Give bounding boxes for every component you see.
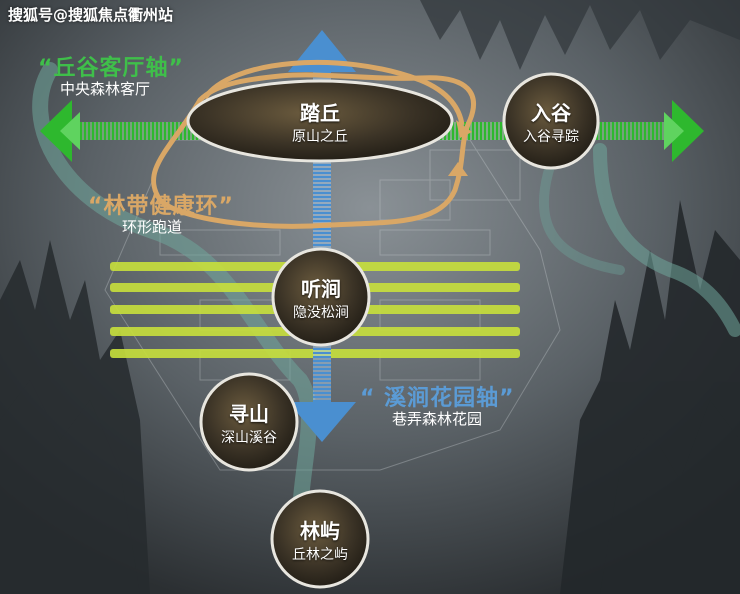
forest-silhouette-top xyxy=(420,0,740,70)
node-linyu[interactable]: 林屿 丘林之屿 xyxy=(272,510,368,568)
hill-valley-axis-subtitle: 中央森林客厅 xyxy=(60,80,151,98)
forest-silhouette-left xyxy=(0,240,150,594)
node-rugu-subtitle: 入谷寻踪 xyxy=(523,128,579,145)
node-xunshan[interactable]: 寻山 深山溪谷 xyxy=(201,393,297,451)
node-tagiu[interactable]: 踏丘 原山之丘 xyxy=(240,92,400,150)
green-ribbon-right xyxy=(593,143,740,337)
green-arrow-left[interactable] xyxy=(40,100,72,162)
loop-arrow-head-up xyxy=(448,162,468,176)
blue-arrow-down[interactable] xyxy=(288,402,356,442)
forest-ring-subtitle: 环形跑道 xyxy=(122,218,183,236)
node-linyu-shape[interactable] xyxy=(270,489,370,589)
watermark: 搜狐号@搜狐焦点衢州站 xyxy=(8,6,174,24)
forest-ring-upper-arc xyxy=(202,59,465,126)
stream-garden-axis-title: “ 溪涧花园轴” xyxy=(360,386,515,411)
forest-silhouette-right xyxy=(560,200,740,594)
green-arrow-right-inner xyxy=(664,112,684,150)
node-tingjian-shape[interactable] xyxy=(271,247,371,347)
node-rugu-title: 入谷 xyxy=(531,100,571,125)
green-arrow-left-inner xyxy=(60,112,80,150)
node-tagiu-subtitle: 原山之丘 xyxy=(292,128,348,145)
forest-ring-title: “林带健康环” xyxy=(88,194,234,219)
node-rugu[interactable]: 入谷 入谷寻踪 xyxy=(504,92,598,150)
hill-valley-axis-title: “丘谷客厅轴” xyxy=(38,56,184,81)
node-tingjian-subtitle: 隐没松涧 xyxy=(293,304,349,321)
node-linyu-title: 林屿 xyxy=(300,518,340,543)
node-tingjian-title: 听涧 xyxy=(301,276,341,301)
green-arrow-right[interactable] xyxy=(672,100,704,162)
stream-garden-axis-subtitle: 巷弄森林花园 xyxy=(392,410,483,428)
green-ribbon-left xyxy=(32,62,317,528)
node-xunshan-subtitle: 深山溪谷 xyxy=(221,429,277,446)
forest-ring-loop xyxy=(151,72,476,229)
node-tagiu-shape[interactable] xyxy=(186,79,454,163)
node-tingjian[interactable]: 听涧 隐没松涧 xyxy=(273,268,369,326)
node-tagiu-title: 踏丘 xyxy=(300,100,340,125)
loop-arrow-head-right xyxy=(456,120,472,138)
node-linyu-subtitle: 丘林之屿 xyxy=(292,546,348,563)
node-rugu-shape[interactable] xyxy=(502,72,600,170)
node-xunshan-title: 寻山 xyxy=(229,401,269,426)
node-xunshan-shape[interactable] xyxy=(199,372,299,472)
green-ribbon-lower xyxy=(538,135,625,275)
